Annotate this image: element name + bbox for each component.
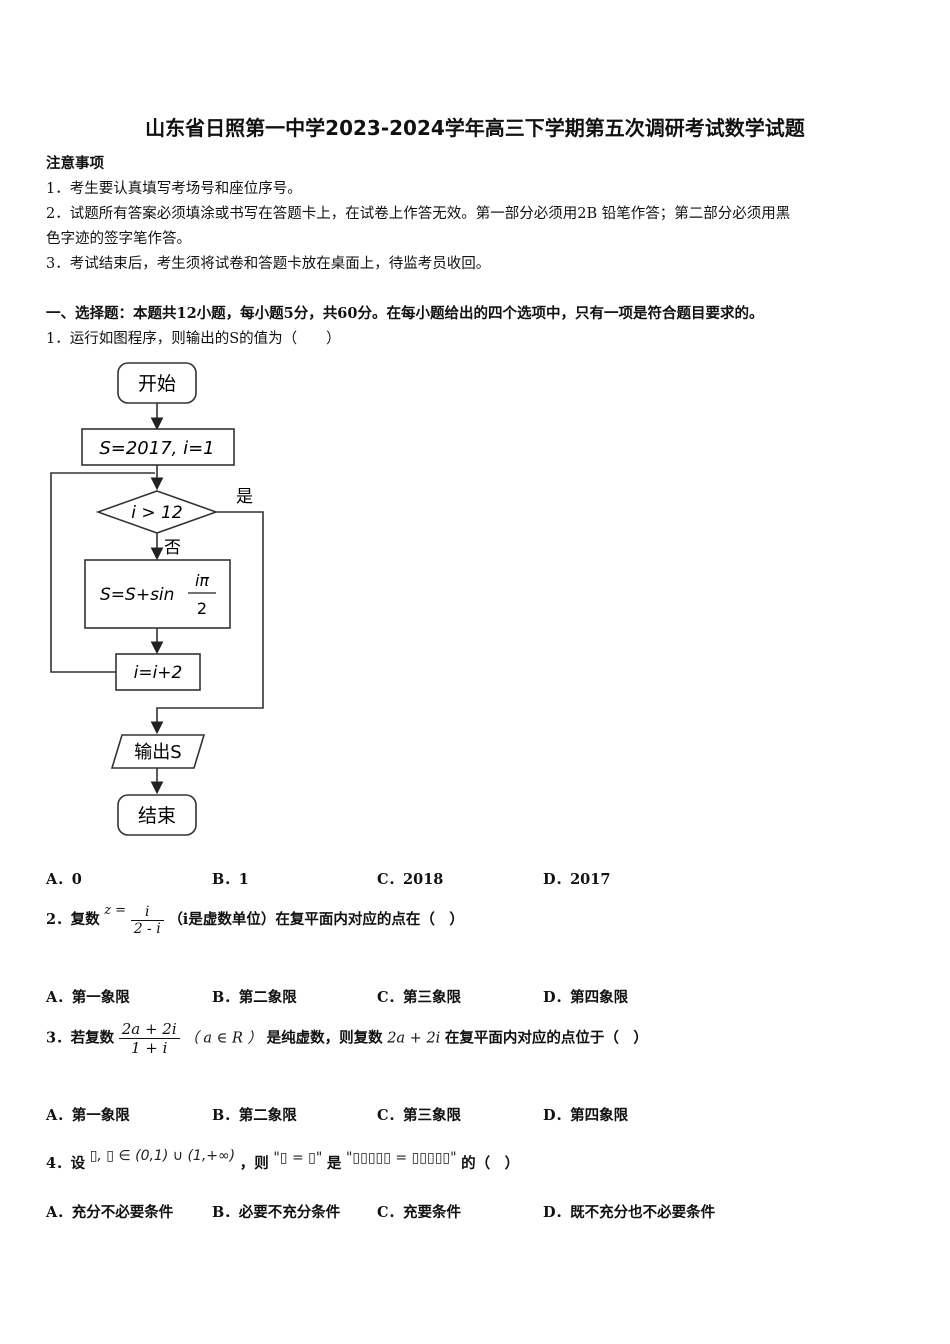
flowchart-output-label: 输出S <box>134 742 181 763</box>
notice-item: 1．考生要认真填写考场号和座位序号。 <box>46 181 302 197</box>
q3-fraction: 2a + 2i 1 + i <box>118 1020 180 1057</box>
flowchart-condition-label: i > 12 <box>131 503 182 523</box>
q2-option-d: D．第四象限 <box>543 989 629 1006</box>
q3-mid: 是纯虚数，则复数 <box>266 1029 383 1047</box>
q2-denominator: 2 - i <box>133 920 161 937</box>
flowchart-end-label: 结束 <box>138 805 176 827</box>
question-4-stem: 4．设 ▯, ▯ ∈ (0,1) ∪ (1,+∞) ，则 "▯ = ▯" 是 "… <box>46 1148 519 1173</box>
q4-cond2: "▯▯▯▯▯ = ▯▯▯▯▯" <box>345 1150 457 1166</box>
q1-option-a: A．0 <box>46 871 82 888</box>
flowchart: 开始 S=2017, i=1 i > 12 是 否 S=S+sin iπ 2 i… <box>50 362 264 836</box>
q3-expression: 2a + 2i <box>387 1030 441 1047</box>
q2-numerator: i <box>130 904 164 921</box>
flowchart-start-label: 开始 <box>138 373 176 395</box>
notice-heading: 注意事项 <box>46 155 104 172</box>
section-heading: 一、选择题：本题共12小题，每小题5分，共60分。在每小题给出的四个选项中，只有… <box>46 305 764 322</box>
q1-option-c: C．2018 <box>377 871 444 888</box>
q2-option-a: A．第一象限 <box>46 989 130 1006</box>
flowchart-body-denominator: 2 <box>197 599 207 618</box>
q3-condition: （ a ∈ R ） <box>184 1030 262 1047</box>
flowchart-body-numerator: iπ <box>195 571 209 590</box>
q3-denominator: 1 + i <box>130 1039 168 1057</box>
flowchart-no-label: 否 <box>164 538 181 558</box>
q3-suffix: 在复平面内对应的点位于（ ） <box>444 1029 648 1047</box>
q3-option-b: B．第二象限 <box>212 1107 297 1124</box>
flowchart-output-box <box>110 734 206 769</box>
notice-item: 色字迹的签字笔作答。 <box>46 231 191 247</box>
flowchart-init-label: S=2017, i=1 <box>99 438 214 459</box>
q4-prefix: 4．设 <box>46 1155 86 1172</box>
flowchart-init-box <box>81 428 235 466</box>
flowchart-body-lhs: S=S+sin <box>100 585 174 605</box>
q4-mid1: ，则 <box>239 1155 269 1172</box>
notice-item: 2．试题所有答案必须填涂或书写在答题卡上，在试卷上作答无效。第一部分必须用2B … <box>46 206 791 222</box>
question-2-stem: 2．复数 z = i 2 - i （i是虚数单位）在复平面内对应的点在（ ） <box>46 903 464 937</box>
flowchart-end-box <box>117 794 197 836</box>
q2-prefix: 2．复数 <box>46 911 100 928</box>
q3-option-c: C．第三象限 <box>377 1107 462 1124</box>
q2-option-b: B．第二象限 <box>212 989 297 1006</box>
q3-prefix: 3．若复数 <box>46 1029 115 1047</box>
q4-mid2: 是 <box>326 1155 342 1172</box>
q3-numerator: 2a + 2i <box>118 1020 180 1039</box>
q2-fraction: i 2 - i <box>130 904 164 937</box>
q3-option-d: D．第四象限 <box>543 1107 629 1124</box>
q4-cond1: "▯ = ▯" <box>273 1150 323 1166</box>
q2-option-c: C．第三象限 <box>377 989 462 1006</box>
question-3-stem: 3．若复数 2a + 2i 1 + i （ a ∈ R ） 是纯虚数，则复数 2… <box>46 1020 648 1057</box>
question-1-stem: 1．运行如图程序，则输出的S的值为（ ） <box>46 331 341 347</box>
q2-z: z = <box>104 903 127 918</box>
notice-item: 3．考试结束后，考生须将试卷和答题卡放在桌面上，待监考员收回。 <box>46 256 491 272</box>
q4-suffix: 的（ ） <box>461 1155 520 1172</box>
flowchart-increment-label: i=i+2 <box>134 663 183 683</box>
flowchart-yes-label: 是 <box>236 487 253 507</box>
q4-option-b: B．必要不充分条件 <box>212 1204 341 1221</box>
q1-option-b: B．1 <box>212 871 249 888</box>
q3-option-a: A．第一象限 <box>46 1107 130 1124</box>
q4-set: ▯, ▯ ∈ (0,1) ∪ (1,+∞) <box>89 1148 236 1164</box>
q4-option-a: A．充分不必要条件 <box>46 1204 174 1221</box>
q4-option-d: D．既不充分也不必要条件 <box>543 1204 716 1221</box>
page-title: 山东省日照第一中学2023-2024学年高三下学期第五次调研考试数学试题 <box>145 116 805 140</box>
q4-option-c: C．充要条件 <box>377 1204 462 1221</box>
q1-option-d: D．2017 <box>543 871 611 888</box>
q2-suffix: （i是虚数单位）在复平面内对应的点在（ ） <box>168 911 464 928</box>
